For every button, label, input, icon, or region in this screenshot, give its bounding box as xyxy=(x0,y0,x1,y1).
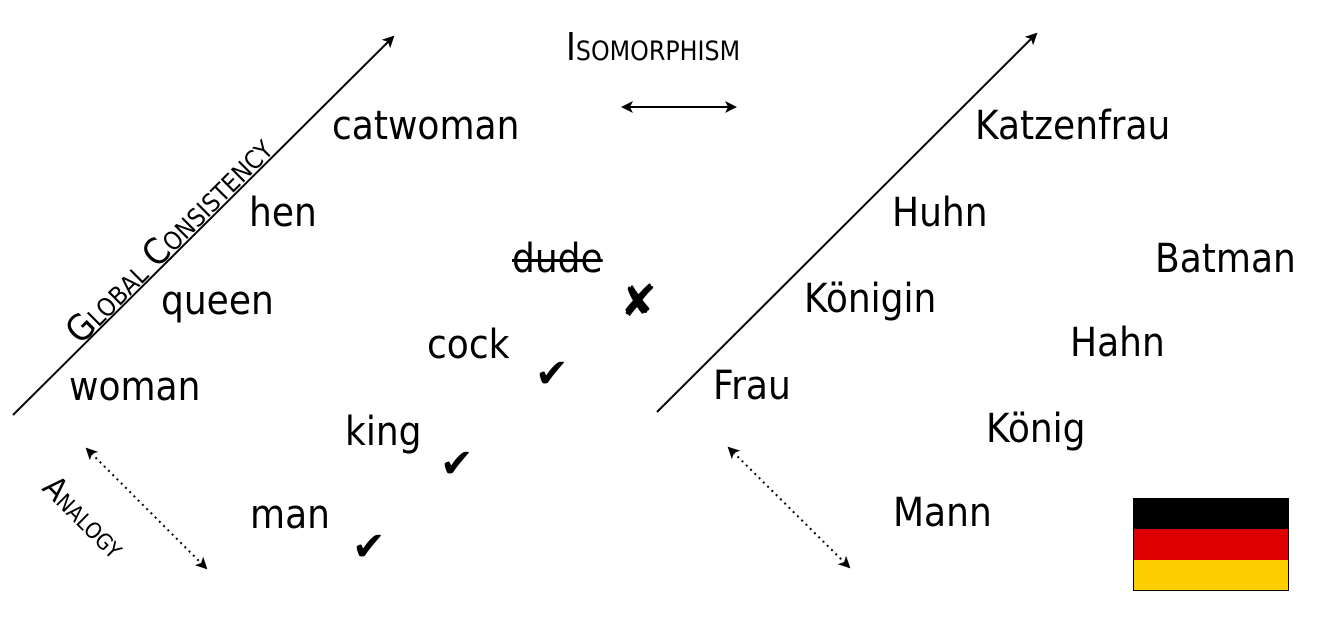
left-consistency-arrow xyxy=(12,35,395,416)
word-koenigin: Königin xyxy=(804,276,937,322)
word-catwoman: catwoman xyxy=(332,103,520,149)
word-huhn: Huhn xyxy=(892,190,988,236)
word-hen: hen xyxy=(249,190,317,236)
check-icon-man: ✔ xyxy=(352,524,386,570)
flag-stripe-red xyxy=(1134,529,1288,560)
left-analogy-arrow xyxy=(85,447,208,570)
word-cock: cock xyxy=(427,322,510,368)
right-analogy-arrow xyxy=(727,446,851,569)
flag-stripe-gold xyxy=(1134,559,1288,590)
word-frau: Frau xyxy=(713,363,791,409)
flag-stripe-black xyxy=(1134,499,1288,530)
word-batman: Batman xyxy=(1155,236,1296,282)
word-mann: Mann xyxy=(893,490,992,536)
word-man: man xyxy=(250,492,330,538)
word-katzenfrau: Katzenfrau xyxy=(975,103,1171,149)
word-koenig: König xyxy=(986,406,1086,452)
check-icon-cock: ✔ xyxy=(535,351,569,397)
german-flag-icon xyxy=(1133,498,1289,591)
isomorphism-label: Isomorphism xyxy=(566,25,741,69)
word-woman: woman xyxy=(69,364,201,410)
word-king: king xyxy=(345,409,422,455)
check-icon-king: ✔ xyxy=(440,441,474,487)
cross-icon: ✘ xyxy=(620,276,657,327)
right-consistency-arrow xyxy=(656,32,1038,413)
word-dude: dude xyxy=(512,236,603,282)
word-queen: queen xyxy=(161,278,274,324)
word-hahn: Hahn xyxy=(1070,320,1165,366)
